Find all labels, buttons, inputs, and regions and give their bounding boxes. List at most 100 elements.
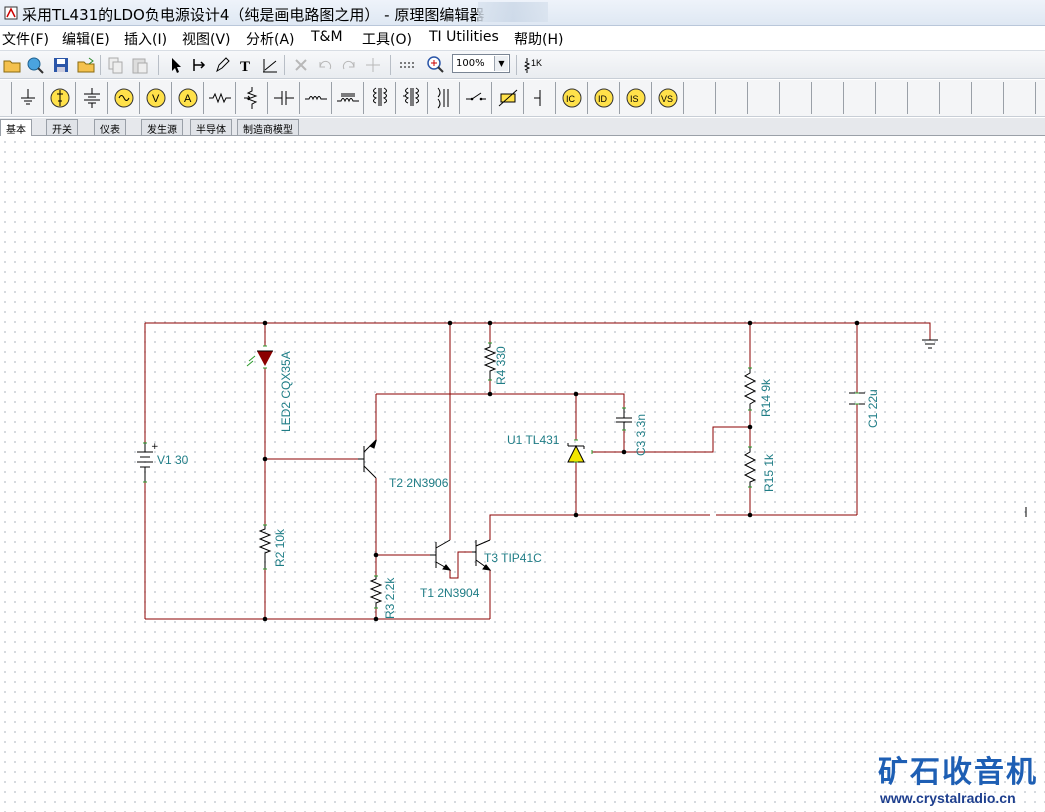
source-is-button[interactable]: IS: [620, 82, 652, 114]
source-is-icon: IS: [626, 88, 646, 108]
ground-symbol: [922, 339, 938, 349]
tab-meters[interactable]: 仪表: [94, 119, 126, 136]
app-icon: [4, 6, 18, 20]
chevron-down-icon[interactable]: ▼: [494, 56, 508, 71]
svg-text:IC: IC: [566, 94, 576, 104]
undo-icon[interactable]: [314, 54, 336, 76]
menu-bar: 文件(F) 编辑(E) 插入(I) 视图(V) 分析(A) T&M 工具(O) …: [0, 27, 1045, 49]
graph-tool-icon[interactable]: [259, 54, 281, 76]
resistor-r2: [258, 525, 272, 569]
toolbar-separator: [284, 55, 285, 75]
junction-dot: [373, 616, 379, 622]
tab-sources[interactable]: 发生源: [141, 119, 183, 136]
junction-icon[interactable]: [362, 54, 384, 76]
empty-slot: [940, 82, 972, 114]
menu-file[interactable]: 文件(F): [2, 32, 49, 48]
svg-text:IS: IS: [630, 94, 639, 104]
battery-icon: [84, 88, 100, 108]
resistor-r15: [743, 447, 757, 487]
junction-dot: [747, 320, 753, 326]
label-v1: V1 30: [157, 453, 189, 467]
zoom-in-icon[interactable]: [425, 54, 447, 76]
voltmeter-button[interactable]: V: [140, 82, 172, 114]
wire-u1-ref: [592, 426, 750, 453]
label-c3: C3 3.3n: [634, 414, 648, 456]
ground-button[interactable]: [12, 82, 44, 114]
schematic-canvas[interactable]: +: [0, 137, 1045, 812]
menu-ti-utilities[interactable]: TI Utilities: [429, 29, 499, 45]
svg-text:+: +: [151, 442, 159, 452]
current-source-button[interactable]: IC: [556, 82, 588, 114]
svg-text:1K: 1K: [531, 58, 542, 68]
select-pointer-icon[interactable]: [165, 54, 187, 76]
label-r15: R15 1k: [762, 453, 776, 492]
title-overlay: [478, 2, 548, 22]
junction-dot: [447, 320, 453, 326]
transistor-t2: [358, 439, 377, 479]
wire-tool-icon[interactable]: [188, 54, 210, 76]
component-value-icon[interactable]: 1K: [522, 54, 544, 76]
empty-slot: [716, 82, 748, 114]
battery-button[interactable]: [76, 82, 108, 114]
watermark-title: 矿石收音机: [878, 755, 1038, 790]
switch-button[interactable]: [460, 82, 492, 114]
pencil-icon[interactable]: [211, 54, 233, 76]
wire-t1-emitter: [449, 551, 472, 579]
menu-edit[interactable]: 编辑(E): [62, 32, 110, 48]
junction-dot: [262, 320, 268, 326]
tab-semiconductors[interactable]: 半导体: [190, 119, 232, 136]
core-inductor-icon: [337, 93, 359, 103]
inductor-button[interactable]: [300, 82, 332, 114]
voltage-source-button[interactable]: [44, 82, 76, 114]
copy-icon[interactable]: [104, 54, 126, 76]
transformer-icon: [373, 87, 387, 106]
source-vs-button[interactable]: VS: [652, 82, 684, 114]
tab-switches[interactable]: 开关: [46, 119, 78, 136]
grid-icon[interactable]: [396, 54, 418, 76]
text-tool-icon[interactable]: T: [235, 54, 257, 76]
junction-dot: [262, 616, 268, 622]
toolbar-separator: [516, 55, 517, 75]
tab-basic[interactable]: 基本: [0, 119, 32, 136]
open-folder-icon[interactable]: [1, 54, 23, 76]
controlled-current-button[interactable]: ID: [588, 82, 620, 114]
menu-insert[interactable]: 插入(I): [124, 32, 168, 48]
voltage-source-icon: [50, 88, 70, 108]
menu-analysis[interactable]: 分析(A): [246, 32, 295, 48]
transformer-tap-button[interactable]: [396, 82, 428, 114]
ac-source-button[interactable]: [108, 82, 140, 114]
toolbar-separator: [390, 55, 391, 75]
menu-tm[interactable]: T&M: [311, 29, 343, 45]
empty-slot: [972, 82, 1004, 114]
capacitor-c1: [849, 392, 865, 405]
tab-manufacturer-models[interactable]: 制造商模型: [237, 119, 299, 136]
resistor-r3: [369, 576, 383, 608]
potentiometer-button[interactable]: [236, 82, 268, 114]
led2-symbol: [246, 350, 273, 367]
transistor-t1: [430, 539, 452, 571]
ammeter-button[interactable]: A: [172, 82, 204, 114]
save-icon[interactable]: [50, 54, 72, 76]
delete-icon[interactable]: [290, 54, 312, 76]
resistor-button[interactable]: [204, 82, 236, 114]
menu-help[interactable]: 帮助(H): [514, 32, 564, 48]
palette-handle: [0, 82, 12, 114]
transformer-button[interactable]: [364, 82, 396, 114]
svg-text:V: V: [152, 93, 160, 105]
menu-tools[interactable]: 工具(O): [362, 32, 412, 48]
zoom-select[interactable]: 100% ▼: [452, 54, 510, 73]
variable-resistor-button[interactable]: [492, 82, 524, 114]
junction-dot: [487, 320, 493, 326]
open-icon[interactable]: [75, 54, 97, 76]
switch-icon: [466, 92, 486, 101]
browse-icon[interactable]: [24, 54, 46, 76]
wire-top-rail: [145, 322, 931, 340]
capacitor-button[interactable]: [268, 82, 300, 114]
menu-view[interactable]: 视图(V): [182, 32, 231, 48]
redo-icon[interactable]: [338, 54, 360, 76]
core-inductor-button[interactable]: [332, 82, 364, 114]
paste-icon[interactable]: [129, 54, 151, 76]
empty-slot: [844, 82, 876, 114]
relay-button[interactable]: [428, 82, 460, 114]
probe-button[interactable]: [524, 82, 556, 114]
